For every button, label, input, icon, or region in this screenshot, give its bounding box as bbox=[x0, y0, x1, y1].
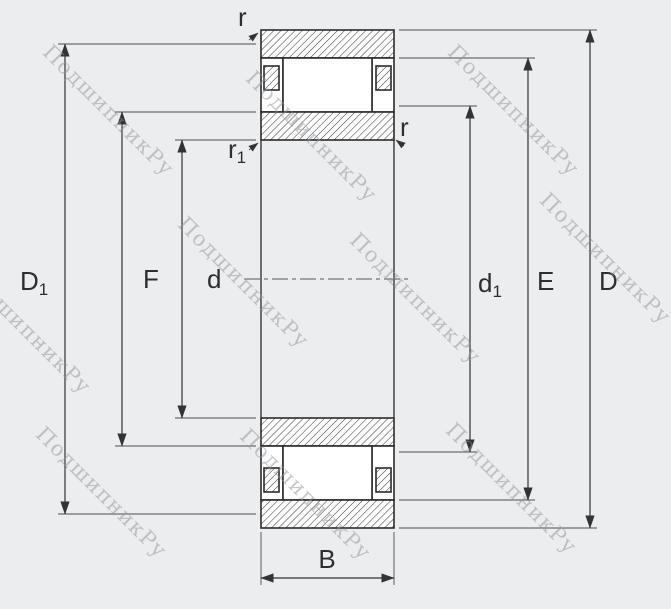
dimension-label-d: d bbox=[207, 264, 221, 294]
radius-label-r-top: r bbox=[238, 2, 247, 32]
outer-ring-top-section bbox=[260, 29, 395, 59]
leader-line bbox=[248, 142, 259, 152]
radius-callout-r-right: r bbox=[395, 112, 409, 149]
inner-ring-top-section bbox=[260, 111, 395, 141]
dimension-label-E: E bbox=[537, 266, 554, 296]
dimension-label-d1: d1 bbox=[478, 268, 502, 301]
radius-callout-r1: r1 bbox=[228, 134, 259, 167]
radius-callout-r-top: r bbox=[238, 2, 259, 42]
leader-line bbox=[395, 139, 406, 149]
cage-bottom-left-section bbox=[263, 467, 280, 493]
radius-label-r-right: r bbox=[400, 112, 409, 142]
roller-bottom bbox=[282, 445, 373, 501]
inner-ring-bottom-section bbox=[260, 417, 395, 447]
bearing-cross-section bbox=[244, 29, 411, 529]
dimension-label-B: B bbox=[318, 544, 335, 574]
dimension-F: F bbox=[115, 111, 256, 447]
radius-label-r1: r1 bbox=[228, 134, 246, 167]
roller-top bbox=[282, 57, 373, 113]
leader-line bbox=[248, 32, 259, 42]
dimension-D: D bbox=[399, 29, 618, 529]
cage-top-left-section bbox=[263, 65, 280, 91]
dimension-B: B bbox=[260, 532, 395, 585]
dimension-E: E bbox=[399, 57, 554, 501]
cage-top-right-section bbox=[375, 65, 392, 91]
dimension-D1: D1 bbox=[20, 43, 256, 515]
dimension-label-D1: D1 bbox=[20, 266, 48, 299]
dimension-d1: d1 bbox=[399, 105, 502, 453]
dimension-label-D: D bbox=[599, 266, 618, 296]
outer-ring-bottom-section bbox=[260, 499, 395, 529]
dimension-d: d bbox=[175, 139, 256, 419]
dimension-label-F: F bbox=[143, 264, 159, 294]
cage-bottom-right-section bbox=[375, 467, 392, 493]
